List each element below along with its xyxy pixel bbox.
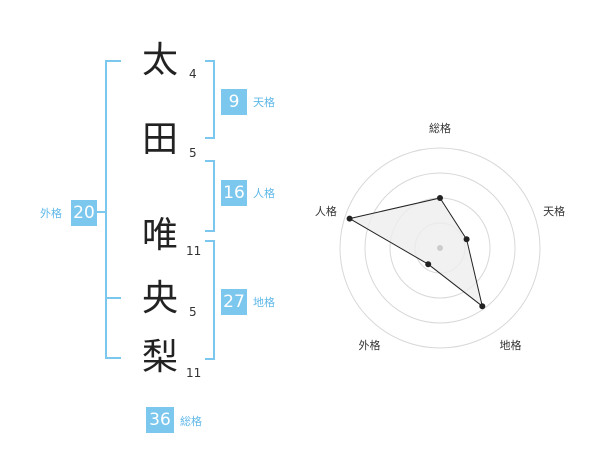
name-char-5: 梨 [141, 337, 178, 378]
chikaku-badge: 27 [221, 289, 247, 315]
radar-axis-label: 地格 [500, 338, 522, 352]
name-char-4: 央 [141, 278, 178, 319]
tenkaku-label: 天格 [253, 96, 275, 109]
stroke-count-5: 11 [186, 366, 202, 380]
soukaku-badge: 36 [146, 407, 174, 433]
name-char-1: 太 [141, 40, 178, 81]
name-char-3: 唯 [141, 215, 178, 256]
gaikaku-label: 外格 [40, 207, 62, 220]
radar-point [463, 236, 470, 243]
tenkaku-badge: 9 [221, 89, 247, 115]
radar-point [346, 215, 353, 222]
gaikaku-badge: 20 [71, 200, 97, 226]
radar-points [346, 195, 486, 310]
radar-axis-label: 外格 [359, 338, 381, 352]
soukaku-label: 総格 [180, 415, 202, 428]
stroke-count-1: 4 [189, 67, 197, 81]
stroke-count-3: 11 [186, 244, 202, 258]
radar-axis-label: 総格 [429, 121, 451, 135]
jinkaku-badge: 16 [221, 180, 247, 206]
radar-point [479, 303, 486, 310]
name-char-2: 田 [141, 119, 178, 160]
stroke-count-2: 5 [189, 146, 197, 160]
radar-ring [364, 172, 516, 324]
radar-ring [339, 147, 541, 349]
radar-axis-label: 人格 [315, 204, 337, 218]
radar-polygon [348, 197, 484, 308]
radar-point [437, 195, 443, 201]
radar-center-dot [437, 245, 443, 251]
jinkaku-label: 人格 [253, 187, 275, 200]
radar-axis-label: 天格 [543, 204, 565, 218]
radar-point [425, 261, 432, 268]
stroke-count-4: 5 [189, 305, 197, 319]
chikaku-label: 地格 [253, 296, 275, 309]
